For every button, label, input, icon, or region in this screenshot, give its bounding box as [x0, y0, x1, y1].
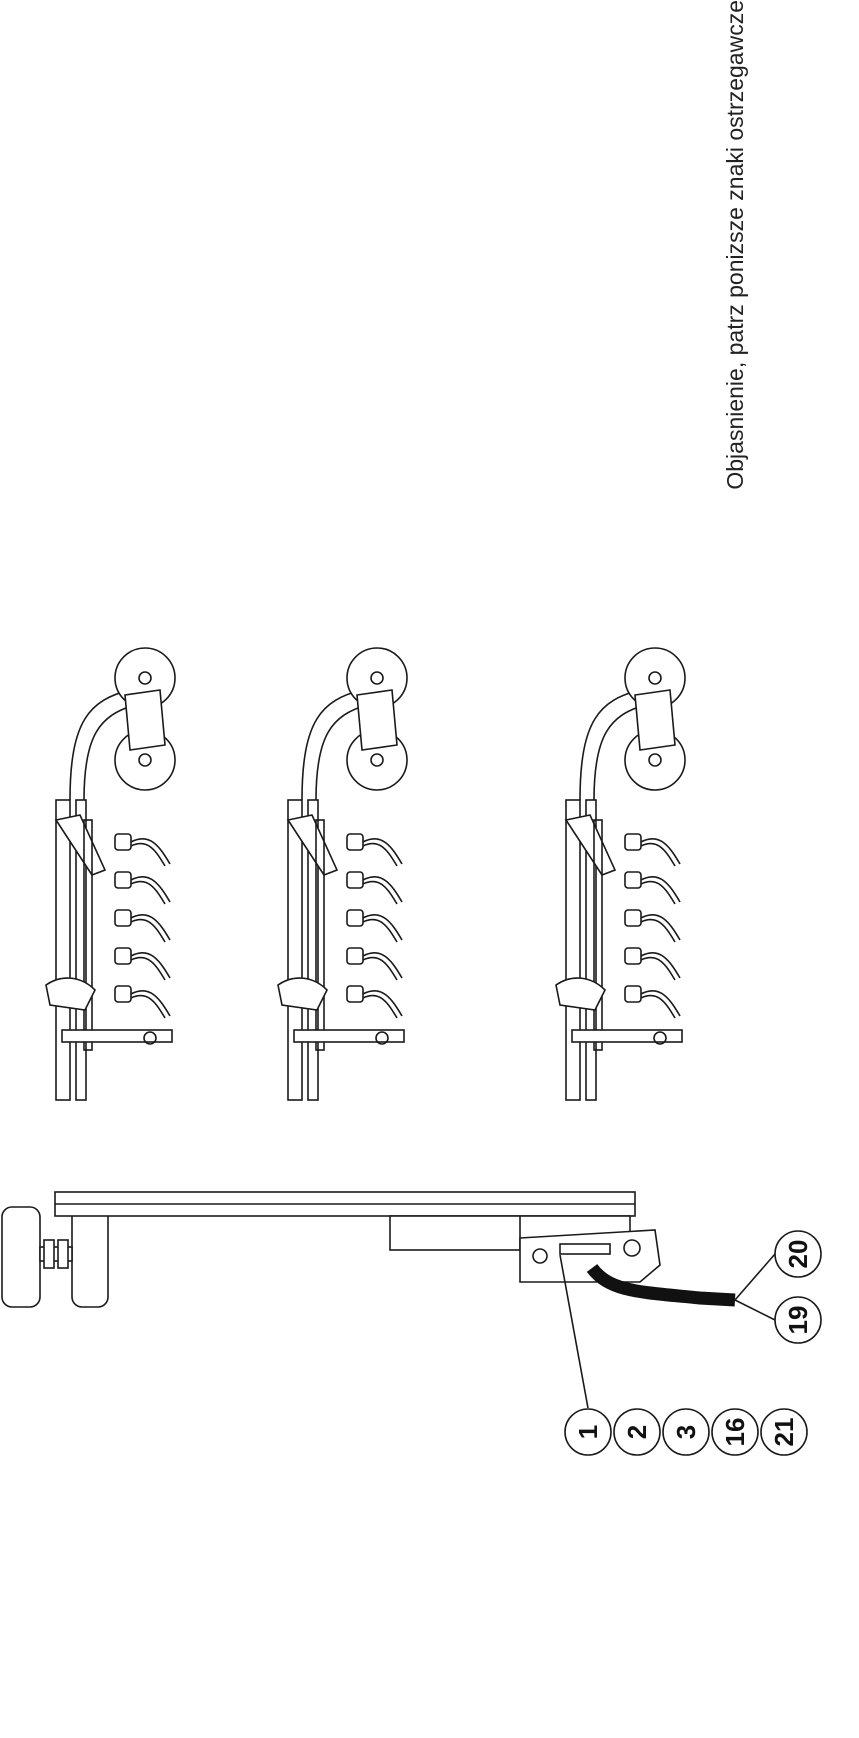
- transport-wheels: [1, 1206, 109, 1308]
- svg-text:2: 2: [622, 1425, 652, 1439]
- svg-text:20: 20: [783, 1240, 813, 1269]
- svg-text:21: 21: [769, 1418, 799, 1447]
- tine-unit-1: [45, 647, 176, 1101]
- tine-unit-2: [277, 647, 408, 1101]
- hitch-assembly: [519, 1229, 661, 1283]
- callout-2: 2: [613, 1408, 661, 1456]
- callout-16: 16: [711, 1408, 759, 1456]
- hydraulic-hose: [586, 1263, 736, 1307]
- callout-20: 20: [774, 1230, 822, 1278]
- callout-3: 3: [662, 1408, 710, 1456]
- callout-19: 19: [774, 1296, 822, 1344]
- svg-text:1: 1: [573, 1425, 603, 1439]
- svg-text:19: 19: [783, 1306, 813, 1335]
- leader-lines: [559, 1253, 776, 1409]
- svg-text:3: 3: [671, 1425, 701, 1439]
- tine-unit-3: [555, 647, 686, 1101]
- svg-text:16: 16: [720, 1418, 750, 1447]
- callout-21: 21: [760, 1408, 808, 1456]
- callout-1: 1: [564, 1408, 612, 1456]
